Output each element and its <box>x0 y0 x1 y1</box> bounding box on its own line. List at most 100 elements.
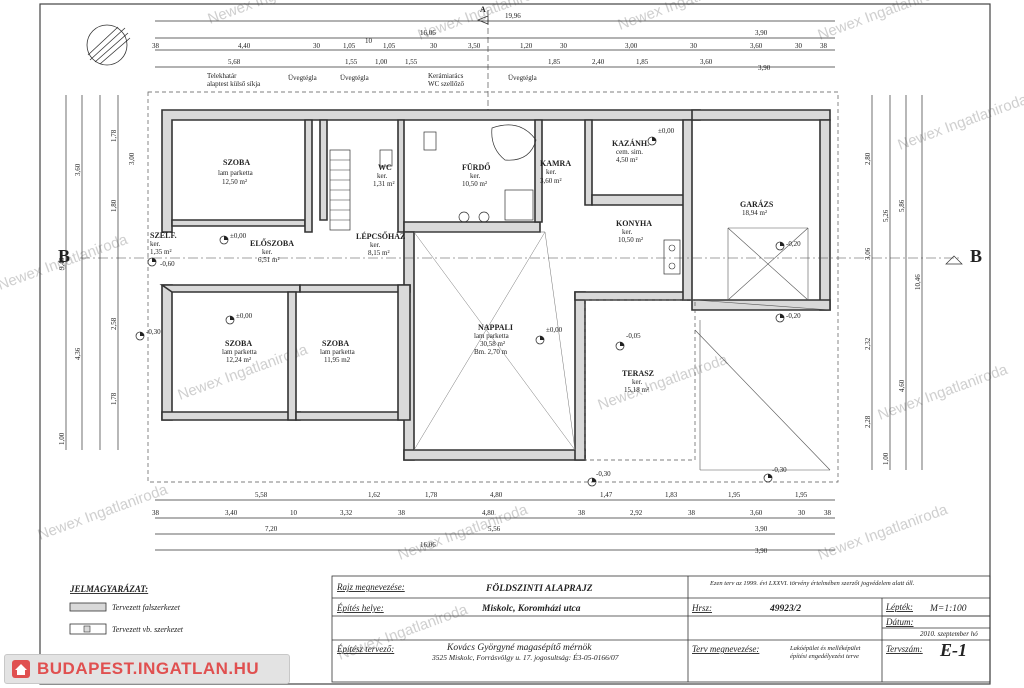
room-floor: ker. <box>262 248 273 256</box>
watermark: Newex Ingatlaniroda <box>896 91 1024 154</box>
dim-label: 1,47 <box>600 491 613 499</box>
room-extra: Bm. 2,70 m <box>474 348 508 356</box>
room-area: 1,35 m² <box>150 248 172 256</box>
bathtub-icon <box>491 124 537 221</box>
room-name: KAMRA <box>540 159 571 168</box>
dim-label: 19,96 <box>505 12 521 20</box>
walls <box>159 109 831 461</box>
room-floor: lam parketta <box>222 348 258 356</box>
level-marker: ±0,00 <box>535 326 563 345</box>
dim-label: 1,85 <box>548 58 561 66</box>
dim-label: 38 <box>152 509 160 517</box>
room-area: 12,24 m² <box>226 356 251 364</box>
title-label: Építés helye: <box>336 603 384 613</box>
title-label: Építész tervező: <box>336 644 394 654</box>
room-name: KONYHA <box>616 219 652 228</box>
dim-label: 2,80 <box>864 152 872 165</box>
level-marker: -0,30 <box>763 466 787 483</box>
sheet-border <box>39 3 991 685</box>
plan-number: E-1 <box>939 640 967 660</box>
dim-label: 2,28 <box>864 415 872 428</box>
architect-address: 3525 Miskolc, Forrásvölgy u. 17. jogosul… <box>431 652 619 662</box>
room-area: 1,31 m² <box>373 180 395 188</box>
section-letter: A <box>480 5 486 14</box>
room-name: SZELF. <box>150 231 177 240</box>
room-name: KAZÁNH. <box>612 138 649 148</box>
title-label: Lépték: <box>885 602 913 612</box>
dim-label: 2,40 <box>592 58 605 66</box>
top-annotations: Telekhatár alaptest külső síkja Üvegtégl… <box>207 72 538 88</box>
level-marker: -0,30 <box>587 470 611 487</box>
room-area: 30,58 m² <box>480 340 505 348</box>
room-area: 10,50 m² <box>618 236 643 244</box>
room-area: 11,95 m2 <box>324 356 351 364</box>
room-floor: ker. <box>546 168 557 176</box>
dim-label: 10 <box>365 37 373 45</box>
section-mark-top: A <box>476 5 489 110</box>
level-value: ±0,00 <box>230 232 247 240</box>
level-value: -0,60 <box>160 260 175 268</box>
dim-label: 3,60 <box>74 163 82 176</box>
house-icon <box>12 660 30 678</box>
dim-label: 16,06 <box>420 541 436 549</box>
title-block: Rajz megnevezése: FÖLDSZINTI ALAPRAJZ Ez… <box>331 575 991 683</box>
room-area: 12,50 m² <box>222 178 247 186</box>
level-marker: ±0,00 <box>225 312 253 325</box>
title-label: Terv megnevezése: <box>692 644 759 654</box>
room-floor: lam parketta <box>218 169 254 177</box>
level-value: ±0,00 <box>658 127 675 135</box>
parcel-number: 49923/2 <box>769 604 801 614</box>
scale-value: M=1:100 <box>929 604 967 614</box>
title-label: Hrsz: <box>691 603 712 613</box>
north-arrow-icon <box>86 24 131 66</box>
dim-label: 3,50 <box>468 42 481 50</box>
foundation-outline <box>147 91 839 483</box>
dim-label: 5,58 <box>255 491 268 499</box>
room-area: 15,18 m² <box>624 386 649 394</box>
dim-label: 30 <box>430 42 438 50</box>
dim-label: 9,46 <box>58 257 66 270</box>
dim-label: 1,00 <box>882 452 890 465</box>
architect-name: Kovács Györgyné magasépítő mérnök <box>446 642 592 653</box>
bottom-dimensions: 5,58 1,62 1,78 4,80 1,47 1,83 1,95 1,95 … <box>152 491 835 555</box>
room-floor: ker. <box>632 378 643 386</box>
annotation-label: Üvegtégla <box>340 74 370 82</box>
dim-label: 1,78 <box>425 491 438 499</box>
legend-concrete-swatch <box>69 623 107 635</box>
room-area: 3,60 m² <box>540 177 562 185</box>
level-marker: -0,20 <box>775 240 801 251</box>
dim-label: 38 <box>578 509 586 517</box>
dim-label: 3,40 <box>225 509 238 517</box>
room-area: 18,94 m² <box>742 209 767 217</box>
annotation-label: WC szellőző <box>428 80 464 88</box>
section-letter: B <box>58 246 70 266</box>
dim-label: 3,90 <box>755 29 768 37</box>
room-name: SZOBA <box>322 339 349 348</box>
dim-label: 5,56 <box>488 525 501 533</box>
dim-label: 4,80 <box>490 491 503 499</box>
dim-label: 30 <box>690 42 698 50</box>
legend: JELMAGYARÁZAT: Tervezett falszerkezet Te… <box>69 584 184 635</box>
sink-icon <box>458 211 490 223</box>
level-marker: ±0,00 <box>647 127 675 146</box>
dim-label: 38 <box>824 509 832 517</box>
dim-label: 30 <box>313 42 321 50</box>
dim-label: 5,86 <box>898 199 906 212</box>
dim-label: 5,68 <box>228 58 241 66</box>
dim-label: 3,00 <box>128 152 136 165</box>
dim-label: 38 <box>398 509 406 517</box>
legend-wall-swatch <box>69 602 107 612</box>
dim-label: 2,92 <box>630 509 643 517</box>
top-dimensions: 19,96 16,06 3,90 38 4,40 30 1,05 10 1,05… <box>152 12 835 72</box>
dim-label: 1,55 <box>405 58 418 66</box>
dim-label: 4,40 <box>238 42 251 50</box>
dim-label: 1,55 <box>345 58 358 66</box>
room-floor: ker. <box>470 172 481 180</box>
dim-label: 7,20 <box>265 525 278 533</box>
room-name: WC <box>378 163 392 172</box>
level-markers: ±0,00 ±0,00 ±0,00 ±0,00 -0,05 -0,20 <box>135 127 801 487</box>
dim-label: 10,46 <box>914 274 922 290</box>
level-value: -0,30 <box>772 466 787 474</box>
dim-label: 3,90 <box>755 547 768 555</box>
dim-label: 1,05 <box>343 42 356 50</box>
